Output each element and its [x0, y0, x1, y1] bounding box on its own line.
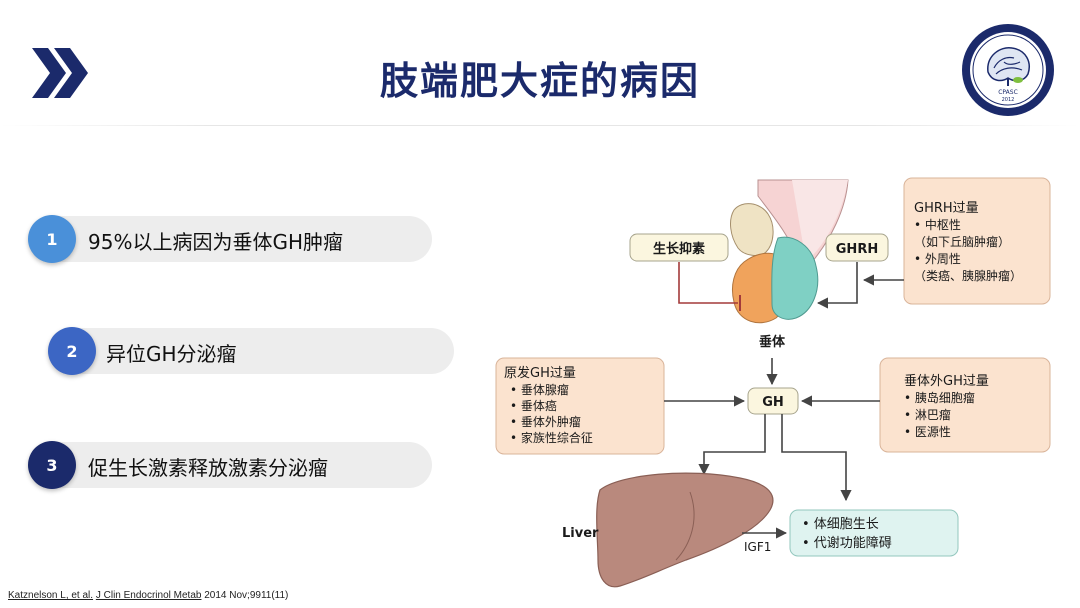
ghrh-excess-line-3: • 外周性 [914, 252, 961, 266]
gh-to-liver-arrow [698, 414, 766, 476]
ghrh-excess-box [903, 177, 1051, 305]
ghrh-excess-title: GHRH过量 [914, 201, 979, 216]
list-item-1: 95%以上病因为垂体GH肿瘤 [52, 216, 432, 262]
somatostatin-inhibit-line [678, 262, 738, 304]
list-item-2-text: 异位GH分泌瘤 [106, 342, 237, 366]
list-badge-2: 2 [48, 327, 96, 375]
primary-gh-excess-line-1: • 垂体腺瘤 [510, 382, 569, 397]
extrapituitary-gh-excess-line-1: • 胰岛细胞瘤 [904, 390, 975, 405]
somatostatin-label-box [629, 233, 729, 262]
page-title: 肢端肥大症的病因 [379, 59, 700, 103]
list-badge-3: 3 [28, 441, 76, 489]
logo-center-text: CPASC [998, 89, 1018, 96]
gh-node-box [747, 387, 799, 415]
citation-journal[interactable]: J Clin Endocrinol Metab [95, 590, 202, 601]
primary-gh-excess-box [495, 357, 665, 455]
ghrh-arrow [816, 262, 858, 309]
gh-to-effects-arrow [781, 414, 852, 502]
list-item-1-text: 95%以上病因为垂体GH肿瘤 [88, 230, 343, 254]
liver-shape [596, 472, 774, 588]
ghrh-excess-line-2: （如下丘脑肿瘤） [914, 234, 1010, 249]
liver-label: Liver [562, 526, 599, 541]
extrapituitary-gh-excess-line-3: • 医源性 [904, 425, 951, 439]
header-divider [0, 125, 1080, 126]
somatostatin-label: 生长抑素 [653, 241, 705, 257]
primary-gh-excess-line-4: • 家族性综合征 [510, 430, 593, 445]
citation: Katznelson L, et al. J Clin Endocrinol M… [8, 590, 288, 601]
extrapituitary-gh-excess-box [879, 357, 1051, 453]
extrapituitary-gh-excess-line-2: • 淋巴瘤 [904, 407, 951, 422]
gh-node-label: GH [762, 395, 784, 410]
list-item-3-text: 促生长激素释放激素分泌瘤 [88, 456, 328, 480]
list-item-2: 异位GH分泌瘤 [72, 328, 454, 374]
igf1-label: IGF1 [744, 540, 771, 554]
ghrh-excess-line-4: （类癌、胰腺肿瘤） [914, 268, 1022, 283]
society-logo-seal: CPASC 2012 [962, 24, 1054, 116]
primary-gh-excess-line-3: • 垂体外肿瘤 [510, 414, 581, 429]
ghrh-excess-line-1: • 中枢性 [914, 217, 961, 232]
citation-detail: 2014 Nov;9911(11) [204, 590, 289, 601]
effects-line-2: • 代谢功能障碍 [802, 535, 892, 551]
pituitary-label: 垂体 [759, 334, 786, 350]
primary-gh-excess-line-2: • 垂体癌 [510, 398, 557, 413]
double-chevron-icon [32, 48, 88, 98]
list-item-3: 促生长激素释放激素分泌瘤 [52, 442, 432, 488]
list-badge-1: 1 [28, 215, 76, 263]
ghrh-label-box [825, 233, 889, 262]
effects-box [789, 509, 959, 557]
effects-line-1: • 体细胞生长 [802, 517, 879, 532]
extrapituitary-gh-excess-title: 垂体外GH过量 [904, 374, 989, 389]
citation-authors[interactable]: Katznelson L, et al. [8, 590, 94, 601]
pituitary-shape [730, 203, 819, 324]
primary-gh-excess-title: 原发GH过量 [504, 365, 576, 381]
ghrh-label: GHRH [836, 242, 878, 257]
logo-year-text: 2012 [1002, 97, 1015, 103]
